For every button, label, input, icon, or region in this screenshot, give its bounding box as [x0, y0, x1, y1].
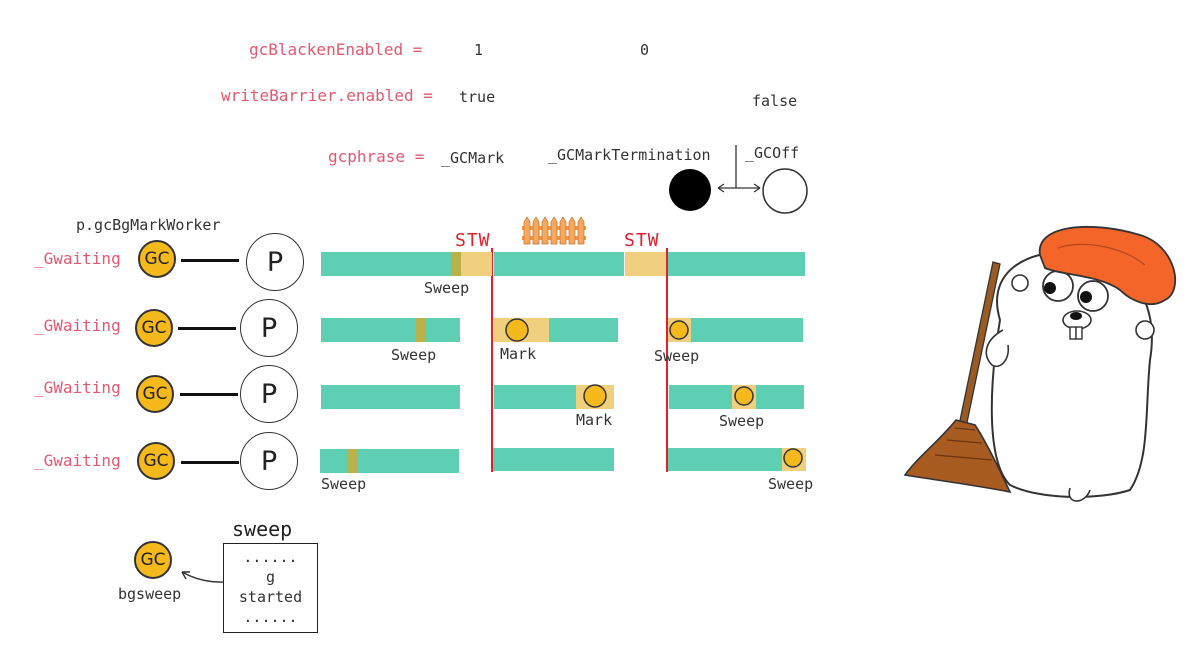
sweep-marker [348, 449, 357, 473]
proc-state-1: _Gwaiting [34, 249, 121, 268]
write-barrier-fence-icon [522, 216, 586, 245]
stw-label-2: STW [624, 230, 660, 251]
mark-label: Mark [500, 345, 537, 363]
mark-worker-icon [583, 384, 607, 408]
writebarrier-value-1: true [459, 88, 496, 106]
bar-segment [669, 385, 732, 409]
bar-segment [321, 252, 461, 276]
p-processor-2: P [240, 299, 298, 357]
gcphrase-label: gcphrase = [328, 147, 425, 166]
bar-segment [494, 252, 624, 276]
sweep-label: Sweep [654, 347, 700, 365]
sweep-box-title: sweep [232, 517, 293, 541]
bar-segment [493, 448, 614, 471]
bgsweep-label: bgsweep [118, 585, 182, 603]
gopher-sweeper-icon [903, 225, 1177, 502]
sweep-marker [451, 252, 461, 276]
gcblackenenabled-value-1: 1 [474, 41, 484, 59]
gc-worker-1: GC [138, 240, 176, 278]
bgsweep-gc-worker: GC [134, 541, 172, 579]
bar-segment [691, 318, 803, 342]
double-arrow-icon [717, 183, 761, 193]
bar-segment [549, 318, 618, 342]
bar-segment [494, 385, 576, 409]
gc-worker-4: GC [137, 442, 175, 480]
p-processor-4: P [240, 432, 298, 490]
stw-label-1: STW [455, 230, 491, 251]
bar-segment [668, 252, 805, 276]
bar-segment [320, 449, 459, 473]
mark-label: Mark [576, 411, 613, 429]
gcbgmarkworker-label: p.gcBgMarkWorker [76, 216, 221, 234]
sweep-box-line: ...... [243, 608, 298, 626]
proc-state-4: _Gwaiting [34, 451, 121, 470]
stw-pause-block [625, 252, 666, 276]
sweep-box-line: started [238, 588, 303, 606]
phase-gcmark: _GCMark [441, 149, 505, 167]
gcblackenenabled-value-2: 0 [640, 41, 650, 59]
writebarrier-value-2: false [752, 92, 798, 110]
sweep-worker-icon [734, 386, 754, 406]
sweep-label: Sweep [768, 475, 814, 493]
sweep-box-line: g [265, 568, 276, 586]
stw-pause-block [461, 252, 492, 276]
gc-worker-3: GC [136, 375, 174, 413]
sweep-label: Sweep [424, 279, 470, 297]
off-state-white-circle [762, 168, 808, 214]
sweep-worker-icon [669, 320, 689, 340]
sweep-label: Sweep [321, 475, 367, 493]
worker-link-2 [178, 327, 236, 330]
sweep-worker-icon [783, 448, 803, 468]
sweep-box-line: ...... [243, 548, 298, 566]
bar-segment [668, 448, 782, 471]
writebarrier-label: writeBarrier.enabled = [221, 86, 433, 105]
worker-link-4 [181, 461, 239, 464]
p-processor-1: P [246, 233, 304, 291]
phase-gcoff: _GCOff [745, 144, 800, 162]
worker-link-3 [180, 393, 238, 396]
bar-segment [321, 318, 460, 342]
arrow-head-icon [181, 571, 190, 580]
p-processor-3: P [240, 365, 298, 423]
mark-worker-icon [505, 318, 529, 342]
gcblackenenabled-label: gcBlackenEnabled = [249, 40, 423, 59]
proc-state-3: _GWaiting [34, 378, 121, 397]
proc-state-2: _GWaiting [34, 316, 121, 335]
sweep-state-box: ...... g started ...... [223, 543, 318, 633]
worker-link-1 [181, 259, 239, 262]
bar-segment [321, 385, 460, 409]
phase-gcmarktermination: _GCMarkTermination [548, 146, 711, 164]
mark-state-black-circle [669, 169, 711, 211]
sweep-label: Sweep [719, 412, 765, 430]
sweep-marker [416, 318, 426, 342]
sweep-label: Sweep [391, 346, 437, 364]
gc-worker-2: GC [135, 309, 173, 347]
bar-segment [756, 385, 804, 409]
